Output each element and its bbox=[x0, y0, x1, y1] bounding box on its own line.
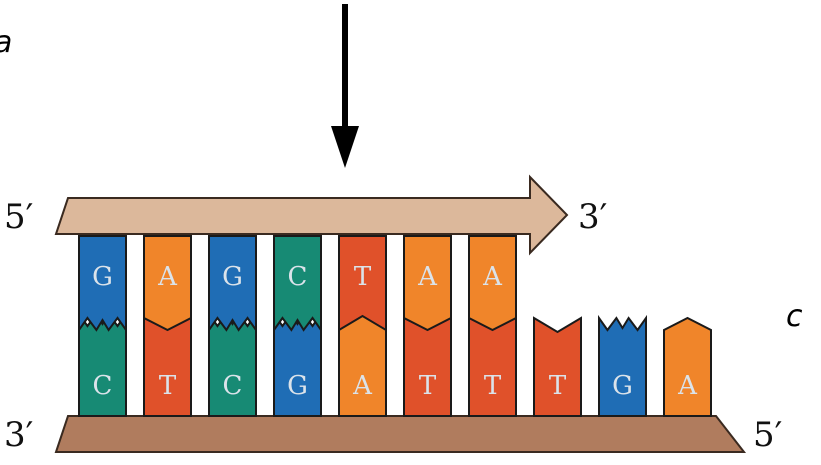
top-base-label-2: A bbox=[157, 262, 178, 292]
top-nucleotide-7 bbox=[468, 235, 517, 332]
top-strand-left-end: 5′ bbox=[4, 197, 33, 237]
top-base-label-6: A bbox=[417, 262, 438, 292]
bottom-base-label-9: G bbox=[612, 371, 633, 401]
top-nucleotide-4 bbox=[273, 235, 322, 334]
top-base-label-4: C bbox=[288, 262, 308, 292]
bottom-strand-left-end: 3′ bbox=[4, 415, 33, 455]
top-base-label-1: G bbox=[92, 262, 113, 292]
bottom-nucleotide-10 bbox=[663, 316, 712, 417]
bottom-base-label-4: G bbox=[287, 371, 308, 401]
bottom-base-label-1: C bbox=[93, 371, 113, 401]
bottom-base-label-3: C bbox=[223, 371, 243, 401]
top-nucleotide-5 bbox=[338, 235, 387, 332]
bottom-strand-right-end: 5′ bbox=[753, 415, 782, 455]
bottom-base-label-8: T bbox=[549, 371, 567, 401]
bottom-base-label-2: T bbox=[159, 371, 177, 401]
down-arrow-icon bbox=[331, 4, 359, 168]
top-base-label-5: T bbox=[354, 262, 372, 292]
bottom-base-label-10: A bbox=[677, 371, 698, 401]
panel-label-right: c bbox=[786, 299, 803, 334]
top-nucleotide-3 bbox=[208, 235, 257, 334]
bottom-base-label-7: T bbox=[484, 371, 502, 401]
bottom-nucleotide-8 bbox=[533, 316, 582, 417]
top-nucleotide-2 bbox=[143, 235, 192, 332]
top-base-label-3: G bbox=[222, 262, 243, 292]
bottom-strand-backbone bbox=[54, 415, 747, 453]
top-nucleotide-1 bbox=[78, 235, 127, 334]
top-nucleotide-6 bbox=[403, 235, 452, 332]
panel-label-left: a bbox=[0, 25, 12, 60]
bottom-base-label-5: A bbox=[352, 371, 373, 401]
bottom-base-label-6: T bbox=[419, 371, 437, 401]
top-strand-right-end: 3′ bbox=[578, 197, 607, 237]
top-strand-backbone-arrow bbox=[54, 174, 569, 256]
bottom-nucleotide-9 bbox=[598, 314, 647, 417]
top-base-label-7: A bbox=[482, 262, 503, 292]
